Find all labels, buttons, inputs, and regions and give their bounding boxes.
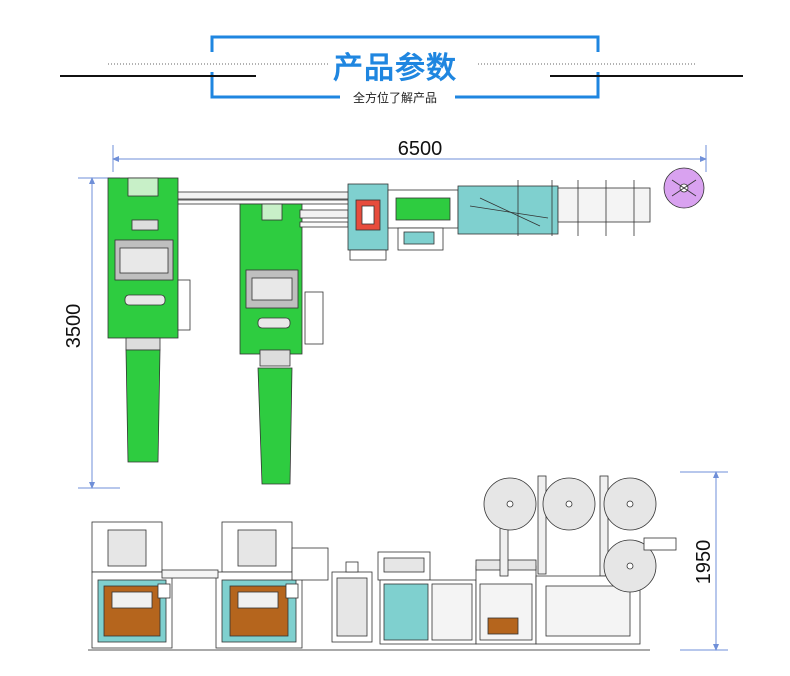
header-bracket-bottom-left <box>210 72 340 99</box>
page-subtitle: 全方位了解产品 <box>352 91 437 105</box>
dimension-width: 6500 <box>112 138 707 172</box>
front-view <box>88 475 677 651</box>
material-roll-top <box>663 167 705 209</box>
header-bracket-top <box>210 35 600 52</box>
folding-line-top <box>457 180 651 236</box>
header-bracket-bottom-right <box>455 72 600 99</box>
page-title: 产品参数 <box>333 51 457 86</box>
forming-machine-front <box>377 551 537 645</box>
welding-station-2-top <box>239 203 324 485</box>
control-cabinet-front <box>331 561 373 643</box>
height-label: 1950 <box>693 540 715 585</box>
top-view <box>107 167 705 485</box>
welding-station-2-front <box>215 521 303 649</box>
welding-station-1-top <box>107 177 191 463</box>
width-label: 6500 <box>398 138 443 160</box>
forming-unit-top <box>347 183 459 261</box>
unwind-rack-front <box>483 475 677 645</box>
depth-label: 3500 <box>63 304 85 349</box>
dimension-depth: 3500 <box>63 177 120 489</box>
dimension-height: 1950 <box>680 471 728 651</box>
welding-station-1-front <box>91 521 173 649</box>
header-decoration <box>60 35 743 99</box>
